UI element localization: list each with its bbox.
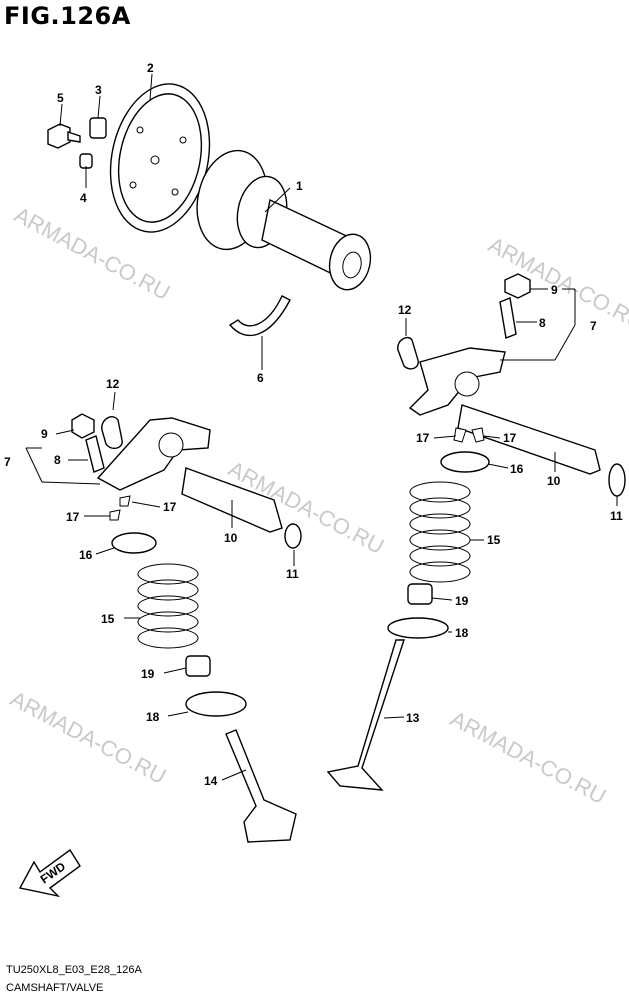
callout-17-left-b: 17 bbox=[163, 500, 177, 514]
valve-stem-seal-left bbox=[185, 655, 211, 677]
lock-nut-left bbox=[71, 413, 95, 439]
callout-3: 3 bbox=[95, 83, 102, 97]
callout-4: 4 bbox=[80, 191, 87, 205]
callout-15-right: 15 bbox=[487, 533, 501, 547]
valve-right bbox=[326, 639, 405, 791]
callout-17-right-a: 17 bbox=[416, 431, 430, 445]
valve-spring-left bbox=[137, 563, 199, 649]
callout-16-right: 16 bbox=[510, 462, 524, 476]
rocker-arm-left bbox=[96, 417, 211, 491]
spring-retainer-right bbox=[440, 451, 490, 473]
shaft-ring-left bbox=[284, 523, 302, 549]
callout-7-left: 7 bbox=[4, 455, 11, 469]
callout-11-left: 11 bbox=[286, 567, 299, 581]
callout-numbers: 1 2 3 4 5 6 7 8 9 12 12 9 7 8 17 17 16 1… bbox=[4, 61, 623, 788]
rocker-shaft-right bbox=[457, 404, 601, 475]
callout-2: 2 bbox=[147, 61, 154, 75]
shaft-ring-right bbox=[608, 463, 626, 497]
callout-19-left: 19 bbox=[141, 667, 155, 681]
callout-16-left: 16 bbox=[79, 548, 93, 562]
callout-17-left-a: 17 bbox=[66, 510, 80, 524]
callout-9-right: 9 bbox=[551, 283, 558, 297]
figure-name: CAMSHAFT/VALVE bbox=[6, 982, 104, 994]
callout-17-right-b: 17 bbox=[503, 431, 517, 445]
camshaft-end-cap bbox=[228, 295, 291, 337]
callout-8-right: 8 bbox=[539, 316, 546, 330]
callout-9-left: 9 bbox=[41, 427, 48, 441]
callout-8-left: 8 bbox=[54, 453, 61, 467]
spring-seat-right bbox=[387, 617, 449, 639]
callout-12-left: 12 bbox=[106, 377, 120, 391]
fwd-arrow: FWD bbox=[18, 848, 81, 898]
callout-11-right: 11 bbox=[610, 509, 623, 523]
figure-title: FIG.126A bbox=[4, 2, 131, 30]
callout-19-right: 19 bbox=[455, 594, 469, 608]
valve-cotter-right-b bbox=[471, 427, 485, 443]
callout-15-left: 15 bbox=[101, 612, 115, 626]
valve-cotter-right-a bbox=[453, 427, 467, 443]
o-ring-left bbox=[101, 416, 123, 450]
sprocket-bolt bbox=[47, 123, 81, 149]
valve-left bbox=[225, 729, 297, 843]
leader-lines bbox=[25, 73, 618, 781]
figure-code: TU250XL8_E03_E28_126A bbox=[6, 964, 142, 976]
spring-seat-left bbox=[185, 691, 247, 717]
callout-10-left: 10 bbox=[224, 531, 238, 545]
valve-cotter-left-b bbox=[109, 509, 121, 521]
dowel-pin bbox=[79, 153, 93, 169]
callout-1: 1 bbox=[296, 179, 303, 193]
spring-retainer-left bbox=[111, 532, 157, 554]
adjust-screw-right bbox=[499, 297, 517, 339]
adjust-screw-left bbox=[85, 435, 105, 473]
valve-stem-seal-right bbox=[407, 583, 433, 605]
rocker-arm-right bbox=[408, 347, 506, 416]
valve-cotter-left-a bbox=[119, 495, 131, 507]
callout-12-right: 12 bbox=[398, 303, 412, 317]
callout-18-right: 18 bbox=[455, 626, 469, 640]
callout-14: 14 bbox=[204, 774, 218, 788]
callout-7-right: 7 bbox=[590, 319, 597, 333]
valve-spring-right bbox=[409, 481, 471, 583]
o-ring-right bbox=[397, 336, 419, 370]
lock-nut-right bbox=[504, 273, 531, 299]
camshaft bbox=[196, 149, 372, 291]
callout-6: 6 bbox=[257, 371, 264, 385]
callout-13: 13 bbox=[406, 711, 420, 725]
cam-sprocket bbox=[109, 83, 211, 233]
callout-10-right: 10 bbox=[547, 474, 561, 488]
callout-5: 5 bbox=[57, 91, 64, 105]
sprocket-pin bbox=[89, 117, 107, 139]
callout-18-left: 18 bbox=[146, 710, 160, 724]
